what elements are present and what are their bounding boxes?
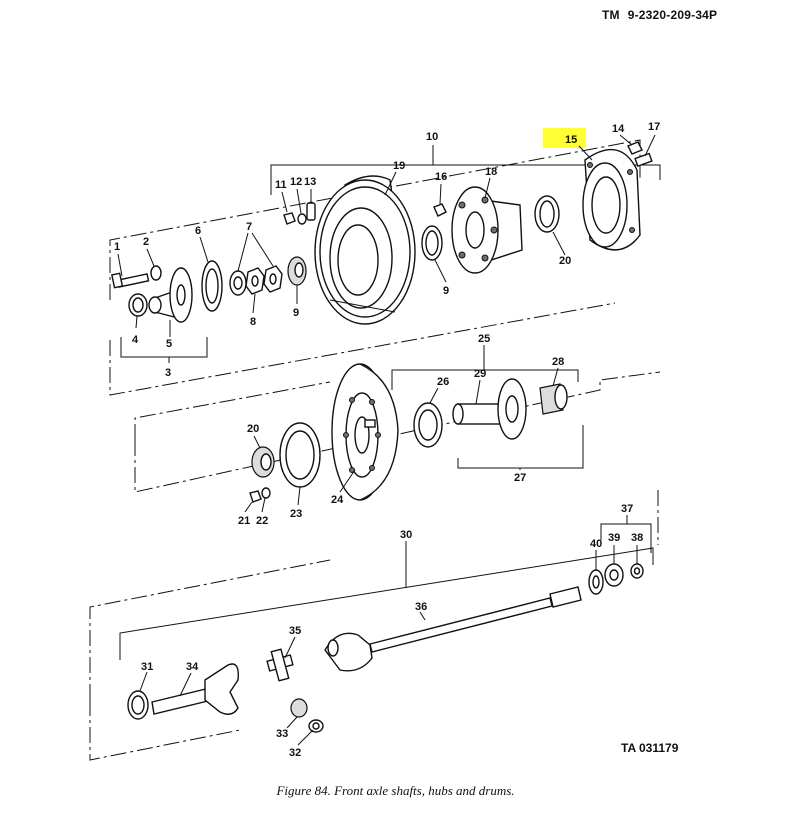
tm-header: TM 9-2320-209-34P <box>602 8 717 22</box>
part-seal-23 <box>279 422 321 488</box>
callout-19: 19 <box>393 160 405 172</box>
part-brake-drum-19 <box>314 175 416 325</box>
callout-8: 8 <box>250 316 256 328</box>
part-inner-shaft-34 <box>151 663 239 715</box>
callout-11: 11 <box>275 179 287 191</box>
callout-40: 40 <box>590 538 602 550</box>
callout-9b: 9 <box>443 285 449 297</box>
callout-12: 12 <box>290 176 302 188</box>
part-seal-26 <box>413 402 443 448</box>
callout-34: 34 <box>186 661 199 673</box>
callout-17: 17 <box>648 121 660 133</box>
part-nut-21 <box>249 490 262 503</box>
part-ujoint-35 <box>266 648 294 682</box>
callout-1: 1 <box>114 241 120 253</box>
callout-28: 28 <box>552 356 564 368</box>
part-bearing-20 <box>251 446 275 478</box>
callout-3: 3 <box>165 367 171 379</box>
callout-32: 32 <box>289 747 301 759</box>
callout-29: 29 <box>474 368 486 380</box>
part-outer-shaft-36 <box>324 586 582 672</box>
callout-14: 14 <box>612 123 625 135</box>
part-small-32-33 <box>290 698 324 733</box>
callout-labels: 1 2 3 4 5 6 7 8 9 9 10 11 12 13 14 15 16… <box>114 121 660 759</box>
part-bearing-9 <box>287 256 307 286</box>
highlight-box <box>543 128 586 148</box>
part-washers-38-40 <box>588 563 644 595</box>
callout-7: 7 <box>246 221 252 233</box>
part-bolt-1 <box>111 272 150 289</box>
figure-caption: Figure 84. Front axle shafts, hubs and d… <box>276 783 515 798</box>
callout-30: 30 <box>400 529 412 541</box>
callout-26: 26 <box>437 376 449 388</box>
callout-6: 6 <box>195 225 201 237</box>
part-seal-4 <box>128 293 148 317</box>
part-spindle-5 <box>148 267 193 323</box>
callout-38: 38 <box>631 532 643 544</box>
part-washer-22 <box>261 487 271 499</box>
callout-20b: 20 <box>247 423 259 435</box>
leader-lines <box>117 134 656 746</box>
callout-21: 21 <box>238 515 250 527</box>
callout-20a: 20 <box>559 255 571 267</box>
callout-35: 35 <box>289 625 301 637</box>
callout-31: 31 <box>141 661 153 673</box>
callout-33: 33 <box>276 728 288 740</box>
tm-number: 9-2320-209-34P <box>627 8 718 22</box>
callout-15: 15 <box>565 134 577 146</box>
callout-25: 25 <box>478 333 490 345</box>
part-race-9 <box>421 225 443 261</box>
callout-27: 27 <box>514 472 526 484</box>
callout-37: 37 <box>621 503 633 515</box>
part-small-16 <box>433 203 447 217</box>
callout-23: 23 <box>290 508 302 520</box>
callout-18: 18 <box>485 166 497 178</box>
callout-10: 10 <box>426 131 438 143</box>
callout-39: 39 <box>608 532 620 544</box>
callout-2: 2 <box>143 236 149 248</box>
part-gasket-6 <box>201 260 223 312</box>
part-hub-18 <box>451 186 523 274</box>
part-race-20 <box>534 195 560 233</box>
part-washer-2 <box>150 265 162 281</box>
part-spindle-29 <box>452 378 527 440</box>
callout-36: 36 <box>415 601 427 613</box>
part-hub-24 <box>331 363 399 501</box>
callout-4: 4 <box>132 334 139 346</box>
part-bushing-28 <box>539 383 568 415</box>
ta-number: TA 031179 <box>621 741 679 755</box>
callout-13: 13 <box>304 176 316 188</box>
part-seal-31 <box>127 690 149 720</box>
callout-9a: 9 <box>293 307 299 319</box>
callout-24: 24 <box>331 494 344 506</box>
part-nut-7 <box>229 265 283 296</box>
bracket-lines <box>119 145 661 660</box>
callout-16: 16 <box>435 171 447 183</box>
callout-5: 5 <box>166 338 172 350</box>
part-small-14-17 <box>627 141 653 168</box>
callout-22: 22 <box>256 515 268 527</box>
tm-prefix: TM <box>602 8 620 22</box>
part-backing-plate-15 <box>582 148 641 251</box>
